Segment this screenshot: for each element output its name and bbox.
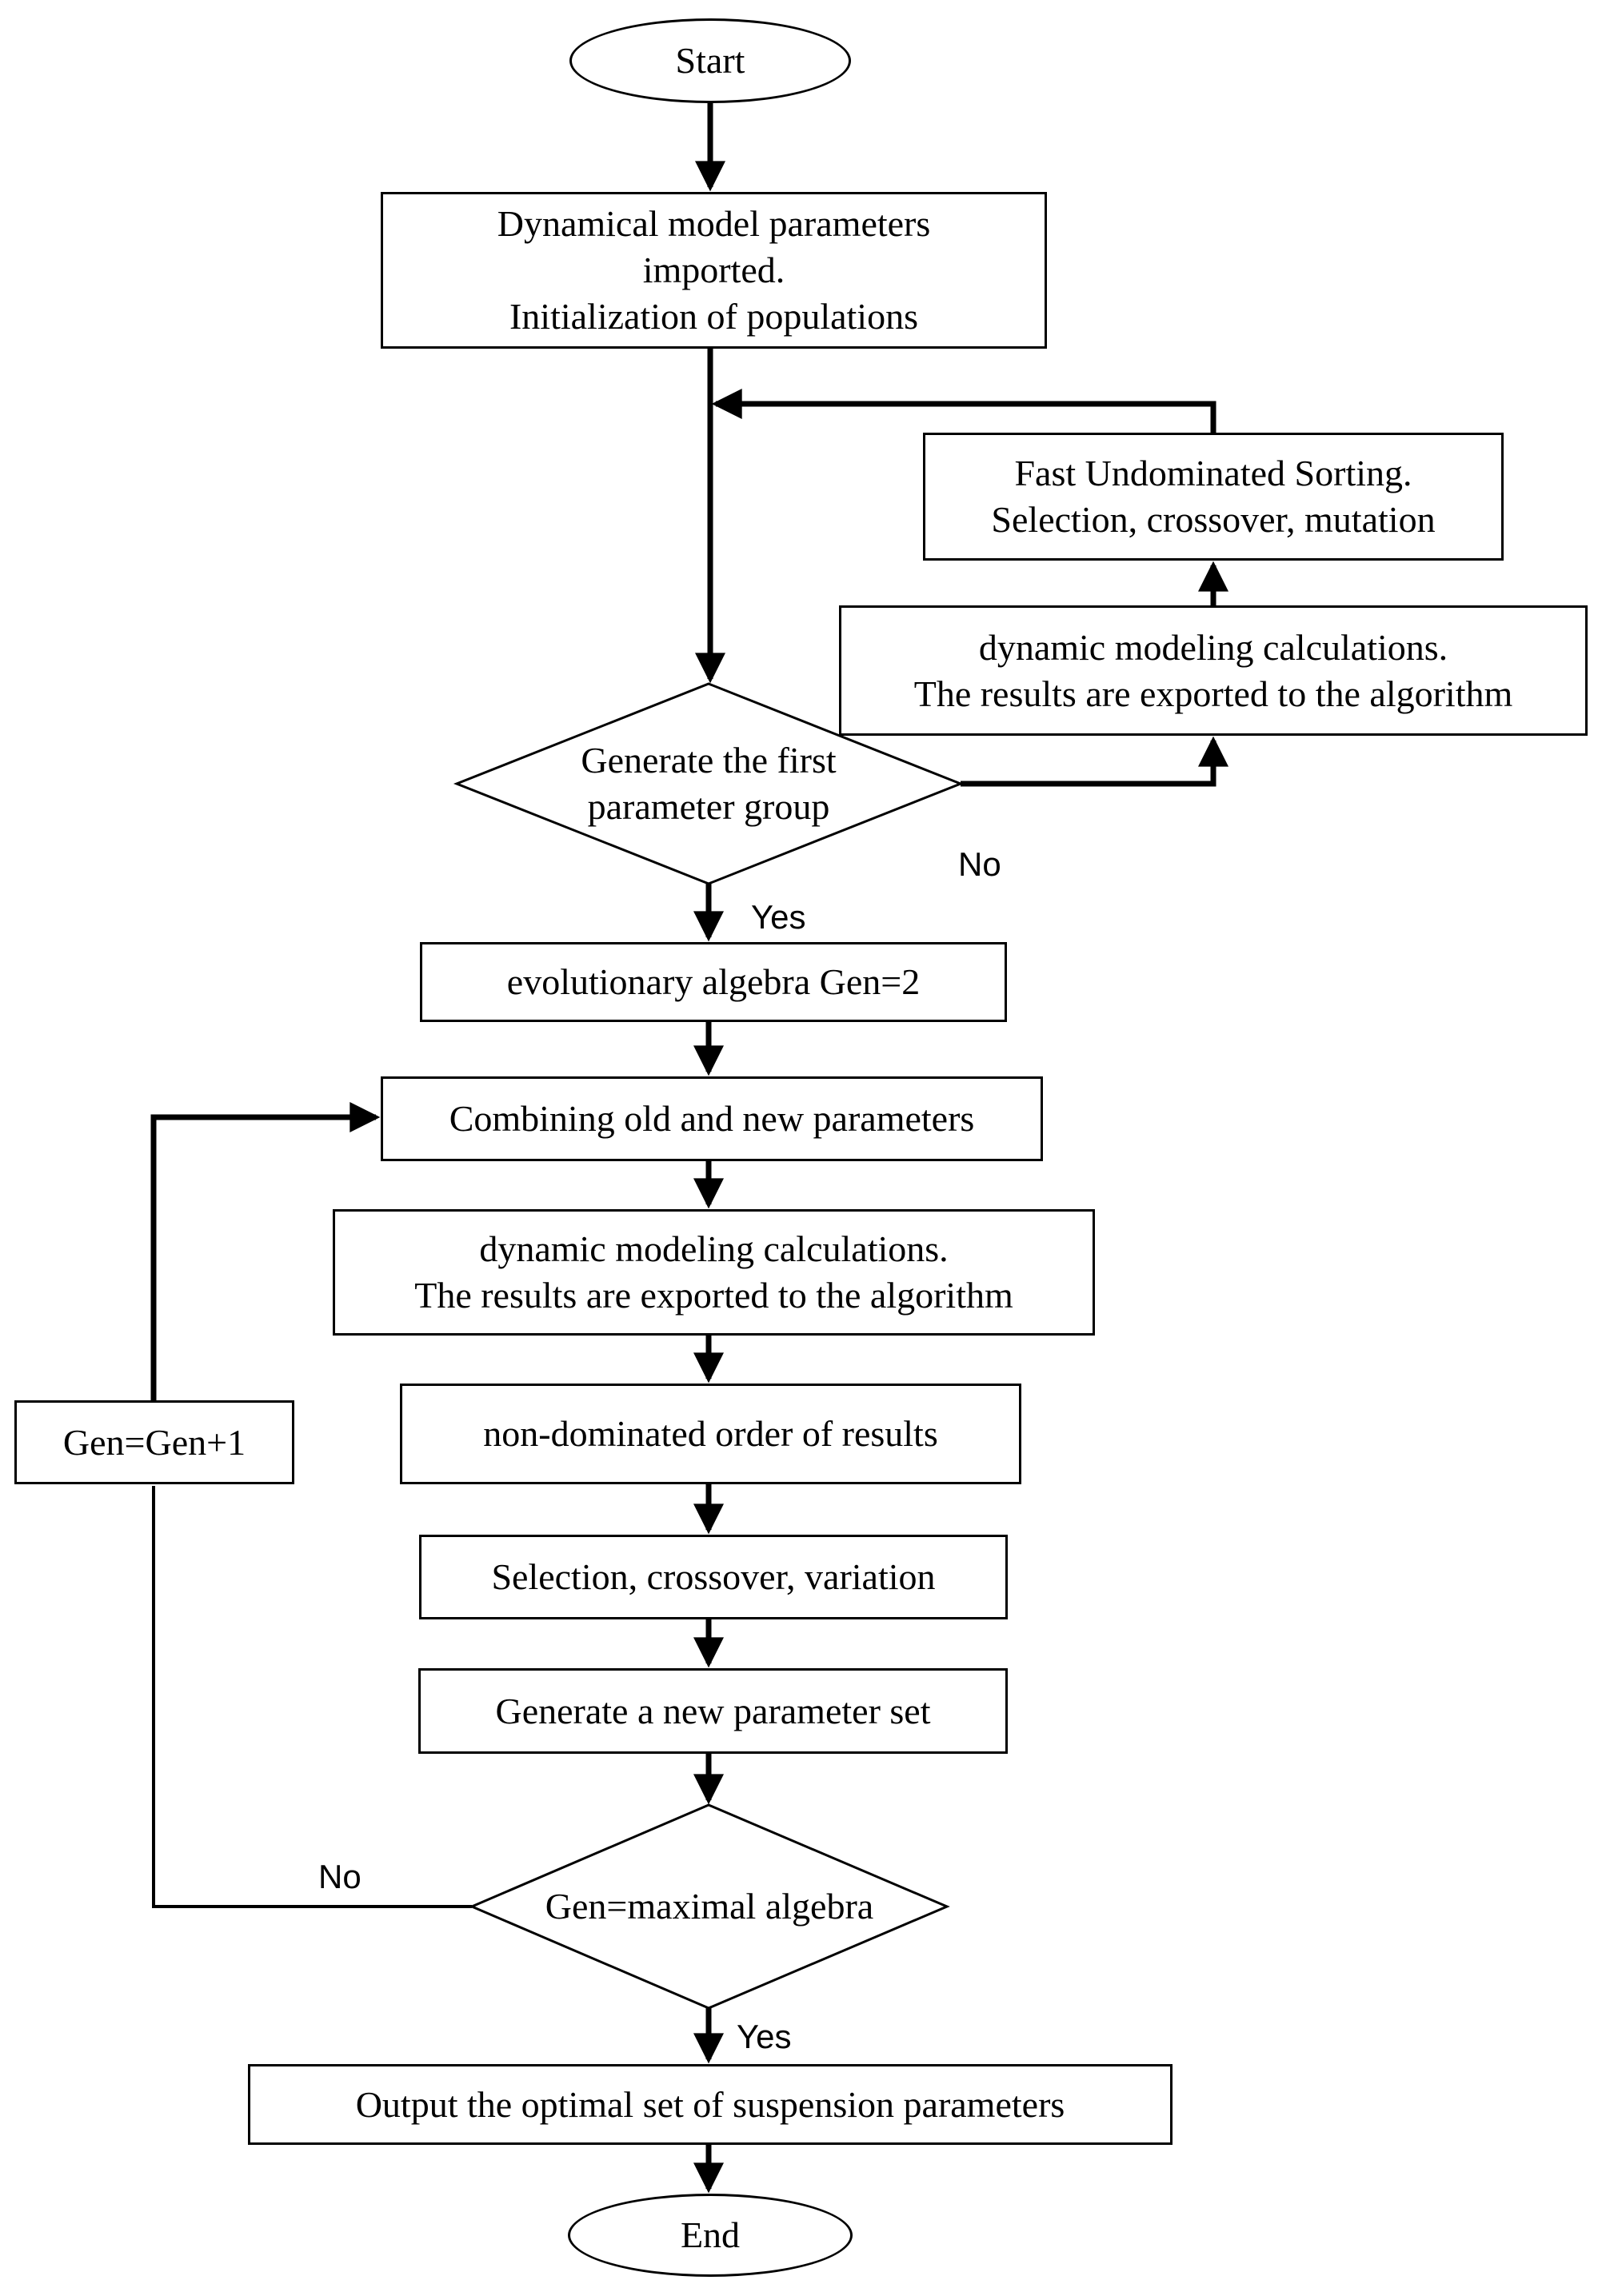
edge-label-max-algebra-yes: Yes	[737, 2018, 792, 2055]
edge-gen-increment-to-combine	[150, 1102, 381, 1403]
dynamic-calc-main-label: dynamic modeling calculations. The resul…	[414, 1228, 1013, 1316]
non-dominated-label: non-dominated order of results	[483, 1413, 938, 1455]
new-param-set-label: Generate a new parameter set	[495, 1690, 931, 1731]
node-non-dominated-order: non-dominated order of results	[400, 1384, 1021, 1484]
node-fast-undominated-sorting: Fast Undominated Sorting. Selection, cro…	[923, 433, 1504, 561]
node-decision-max-algebra: Gen=maximal algebra	[472, 1805, 947, 2008]
node-output-optimal-set: Output the optimal set of suspension par…	[248, 2064, 1173, 2145]
node-decision-first-group: Generate the first parameter group	[457, 684, 961, 884]
node-combine-parameters: Combining old and new parameters	[381, 1076, 1043, 1161]
decision-first-group-diamond-shape	[453, 682, 965, 885]
combine-label: Combining old and new parameters	[449, 1098, 975, 1140]
edge-decision-first-no	[961, 736, 1228, 787]
edge-fast-sorting-feedback	[711, 389, 1216, 434]
node-start-terminator: Start	[569, 18, 851, 103]
node-evolutionary-algebra: evolutionary algebra Gen=2	[420, 942, 1007, 1022]
node-end-terminator: End	[568, 2194, 853, 2277]
end-label: End	[680, 2214, 741, 2256]
node-selection-crossover-variation: Selection, crossover, variation	[419, 1535, 1008, 1619]
gen-increment-label: Gen=Gen+1	[62, 1421, 246, 1463]
node-init-populations: Dynamical model parameters imported. Ini…	[381, 192, 1047, 349]
start-label: Start	[675, 40, 745, 82]
node-dynamic-calc-main: dynamic modeling calculations. The resul…	[333, 1209, 1095, 1336]
decision-first-group-label: Generate the first parameter group	[581, 740, 837, 827]
edge-decision-max-no	[152, 1486, 472, 1908]
edge-label-first-group-no: No	[958, 845, 1001, 883]
init-label: Dynamical model parameters imported. Ini…	[497, 203, 931, 337]
node-new-parameter-set: Generate a new parameter set	[418, 1668, 1008, 1754]
edge-label-first-group-yes: Yes	[751, 898, 806, 936]
dynamic-calc-right-label: dynamic modeling calculations. The resul…	[913, 626, 1513, 714]
fast-sorting-label: Fast Undominated Sorting. Selection, cro…	[991, 453, 1436, 540]
edge-label-max-algebra-no: No	[318, 1858, 362, 1895]
selection-label: Selection, crossover, variation	[491, 1556, 936, 1598]
evolutionary-algebra-label: evolutionary algebra Gen=2	[506, 961, 921, 1003]
decision-max-algebra-label: Gen=maximal algebra	[545, 1886, 874, 1927]
node-gen-increment: Gen=Gen+1	[14, 1400, 294, 1484]
output-label: Output the optimal set of suspension par…	[355, 2083, 1065, 2125]
decision-max-algebra-diamond-shape	[469, 1803, 950, 2010]
node-dynamic-calc-right: dynamic modeling calculations. The resul…	[839, 605, 1588, 736]
